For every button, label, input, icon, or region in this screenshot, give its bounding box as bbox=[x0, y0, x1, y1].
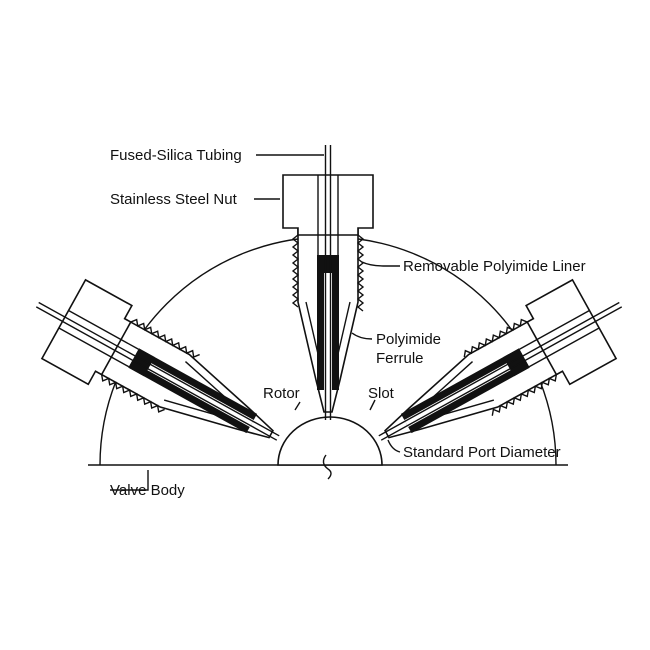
label-ferrule: Ferrule bbox=[376, 350, 424, 367]
label-polyimide: Polyimide bbox=[376, 331, 441, 348]
leader-lines bbox=[110, 154, 401, 491]
center-fitting bbox=[282, 144, 374, 421]
label-slot: Slot bbox=[368, 385, 395, 402]
rotor-break bbox=[322, 454, 332, 480]
label-rotor: Rotor bbox=[263, 385, 300, 402]
rotor bbox=[277, 416, 383, 466]
label-removable-polyimide-liner: Removable Polyimide Liner bbox=[403, 258, 586, 275]
left-fitting bbox=[14, 264, 301, 479]
label-fused-silica-tubing: Fused-Silica Tubing bbox=[110, 147, 242, 164]
label-standard-port-diameter: Standard Port Diameter bbox=[403, 444, 561, 461]
label-valve-body: Valve Body bbox=[110, 482, 185, 499]
label-stainless-steel-nut: Stainless Steel Nut bbox=[110, 191, 238, 208]
